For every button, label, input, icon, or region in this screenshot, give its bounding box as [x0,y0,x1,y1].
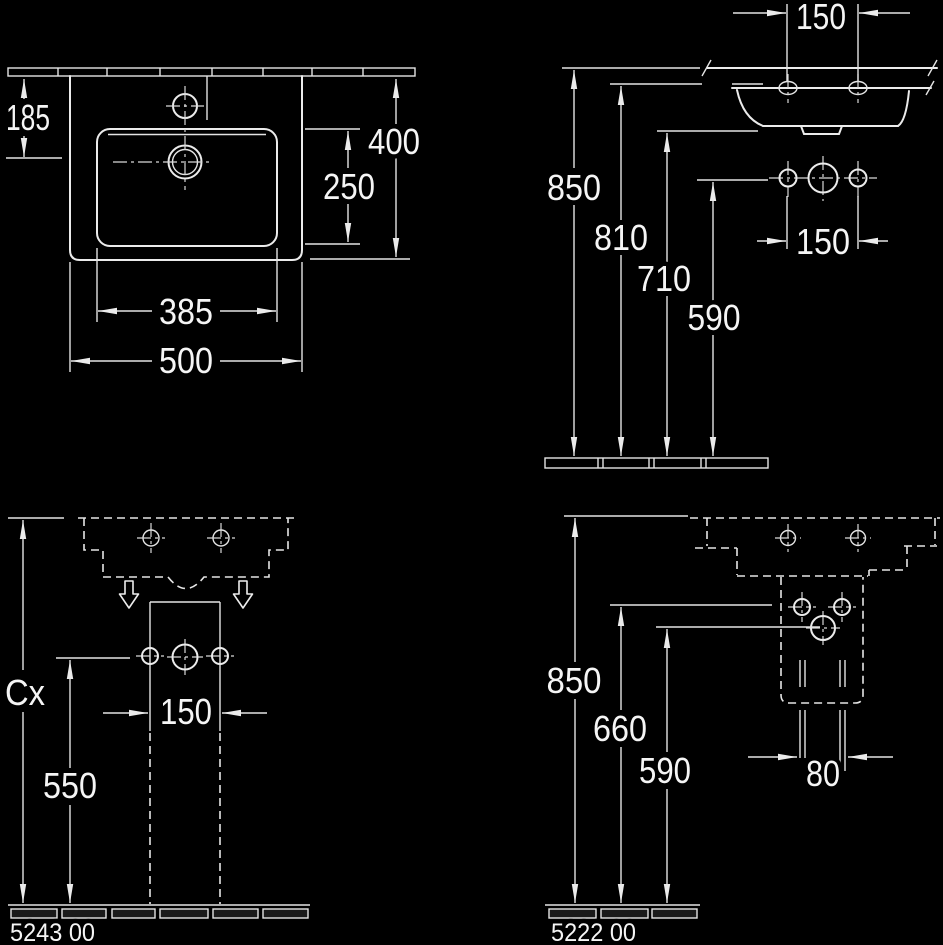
dim-label-810: 810 [594,217,648,258]
dim-pipe-offset: 80 [748,749,893,799]
pipes-side [799,660,846,771]
dim-label-590: 590 [688,297,741,338]
connections-front [136,639,234,675]
model-number-5222: 5222 00 [551,919,636,945]
dim-supply-spacing: 150 [103,687,267,737]
dim-label-150-front: 150 [160,691,212,732]
basin-bowl [96,128,278,247]
supply-connection-right [211,647,229,665]
connections-side [788,592,856,645]
dim-drain-height-side: 590 [635,626,820,903]
mounting-arrow-left [118,580,140,609]
dim-rim-height-side: 850 [542,515,688,903]
floor-line-install-side [545,904,700,919]
dim-label-150-top: 150 [796,0,846,37]
dim-body-bottom-height: 710 [633,130,758,456]
dim-label-400: 400 [368,121,420,162]
dim-label-150-detail: 150 [796,221,850,262]
mounting-arrow-right [232,580,254,609]
dim-total-width: 500 [69,262,303,386]
install-front-view: 150 Cx 550 5243 00 [1,517,310,945]
drain-hole-center [807,162,839,194]
dim-height-reference: Cx [1,517,64,903]
dim-label-185: 185 [6,97,50,138]
dim-label-80: 80 [806,753,840,794]
dim-under-rim-height: 810 [590,83,702,456]
dim-supply-height-side: 660 [589,604,772,903]
dim-label-590-side: 590 [639,750,691,791]
supply-hole-left [778,168,798,188]
dim-label-250: 250 [323,166,375,207]
model-number-5243: 5243 00 [10,919,95,945]
basin-body [736,89,910,135]
dim-label-500: 500 [159,340,213,381]
siphon-cover [780,577,864,704]
dim-label-710: 710 [637,258,691,299]
supply-hole-right [848,168,868,188]
floor-line-install-front [8,904,310,919]
dim-bowl-width: 385 [96,248,278,337]
dim-tap-hole-spacing: 150 [733,0,910,81]
dim-label-385: 385 [159,291,213,332]
drain-boss [800,125,843,135]
basin-outline-dashed [78,517,295,590]
dim-label-550: 550 [43,765,97,806]
front-view: 150 850 810 710 590 [543,0,938,469]
dim-connection-spacing: 150 [757,196,888,267]
dim-label-660: 660 [593,708,647,749]
fixing-holes-front [137,523,235,553]
drain-connection-side [810,615,836,641]
floor-line-front [544,457,769,469]
wall-section [7,67,416,77]
dim-bowl-depth: 250 [305,128,380,245]
basin-outer-rim [69,75,303,261]
supply-connection-left [141,647,159,665]
connection-detail [769,156,877,201]
dim-label-850: 850 [547,167,601,208]
dim-wall-to-drain: 185 [2,79,62,159]
basin-outline-dashed-side [690,517,940,577]
dim-supply-height: 550 [39,657,130,903]
dim-total-depth: 400 [310,79,425,260]
supply-connection-b [833,598,851,616]
fitting-template [149,601,221,904]
install-side-view: 80 850 660 590 5222 00 [542,515,940,945]
dim-label-850-side: 850 [547,660,602,701]
dim-label-cx: Cx [5,672,45,713]
plan-view: 185 400 250 385 [2,67,425,386]
fixing-holes-side [775,524,871,552]
dim-rim-height: 850 [543,67,700,456]
drain-connection [171,643,199,671]
dim-drain-height: 590 [683,179,768,456]
supply-connection-a [793,598,811,616]
